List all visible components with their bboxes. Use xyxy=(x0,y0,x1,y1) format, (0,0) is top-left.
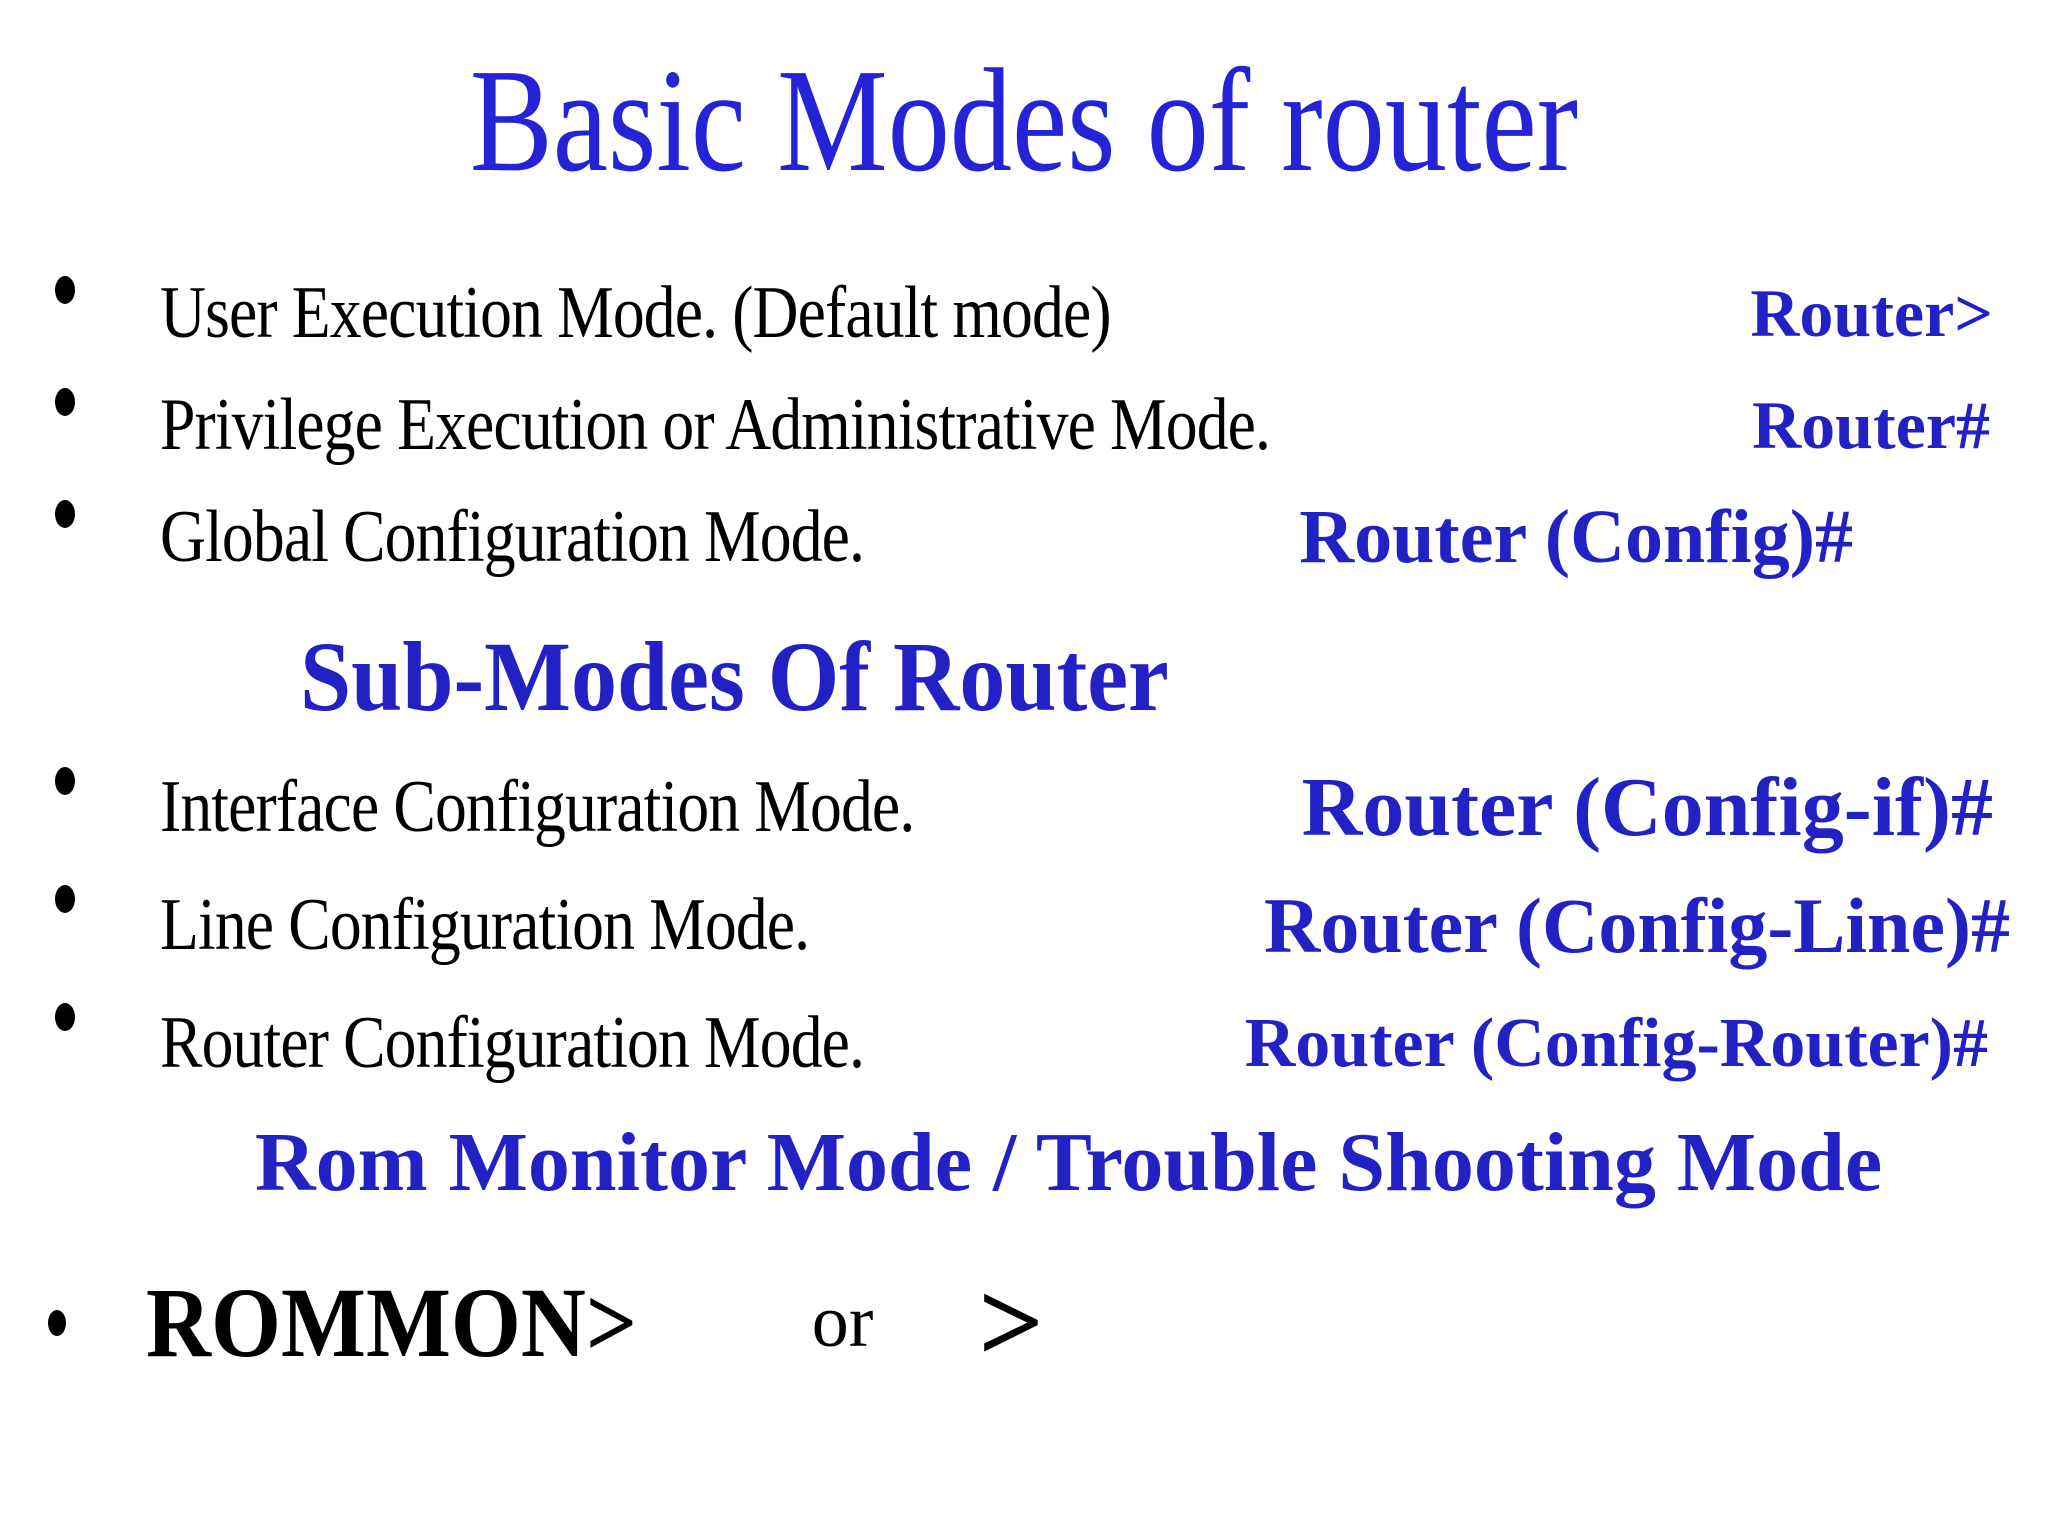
mode-label: Line Configuration Mode. xyxy=(160,884,810,967)
mode-label: Router Configuration Mode. xyxy=(160,1002,865,1085)
rom-monitor-heading: Rom Monitor Mode / Trouble Shooting Mode xyxy=(255,1116,1883,1210)
router-prompt: Router> xyxy=(1750,275,1993,352)
list-item: User Execution Mode. (Default mode) Rout… xyxy=(0,258,2048,370)
bullet-icon xyxy=(48,1309,66,1336)
sub-modes-heading-text: Sub-Modes Of Router xyxy=(300,620,1169,732)
sub-modes-heading: Sub-Modes Of Router xyxy=(300,604,2048,749)
router-prompt: Router (Config-Router)# xyxy=(1244,1004,1988,1082)
bullet-icon xyxy=(55,275,75,304)
rommon-alt-prompt: > xyxy=(978,1259,1044,1387)
list-item: Privilege Execution or Administrative Mo… xyxy=(0,370,2048,482)
router-prompt: Router# xyxy=(1752,387,1990,464)
list-item: Line Configuration Mode. Router (Config-… xyxy=(0,867,2048,985)
mode-label: User Execution Mode. (Default mode) xyxy=(160,272,1112,355)
bullet-icon xyxy=(55,387,75,416)
bullet-icon xyxy=(55,499,75,528)
slide-title: Basic Modes of router xyxy=(469,39,1579,203)
list-item: Router Configuration Mode. Router (Confi… xyxy=(0,985,2048,1103)
rommon-separator: or xyxy=(811,1281,874,1364)
bullet-icon xyxy=(55,1002,75,1031)
mode-label: Global Configuration Mode. xyxy=(160,496,865,579)
rommon-prompt: ROMMON> xyxy=(146,1267,638,1379)
list-item: Global Configuration Mode. Router (Confi… xyxy=(0,482,2048,594)
list-item: Interface Configuration Mode. Router (Co… xyxy=(0,749,2048,867)
rommon-item: ROMMON> or > xyxy=(0,1263,2048,1383)
mode-label: Interface Configuration Mode. xyxy=(160,766,915,849)
mode-label: Privilege Execution or Administrative Mo… xyxy=(160,384,1271,467)
bullet-icon xyxy=(55,766,75,795)
router-prompt: Router (Config-Line)# xyxy=(1264,881,2010,969)
router-prompt: Router (Config)# xyxy=(1299,495,1853,580)
bullet-icon xyxy=(55,884,75,913)
router-prompt: Router (Config-if)# xyxy=(1301,761,1993,855)
